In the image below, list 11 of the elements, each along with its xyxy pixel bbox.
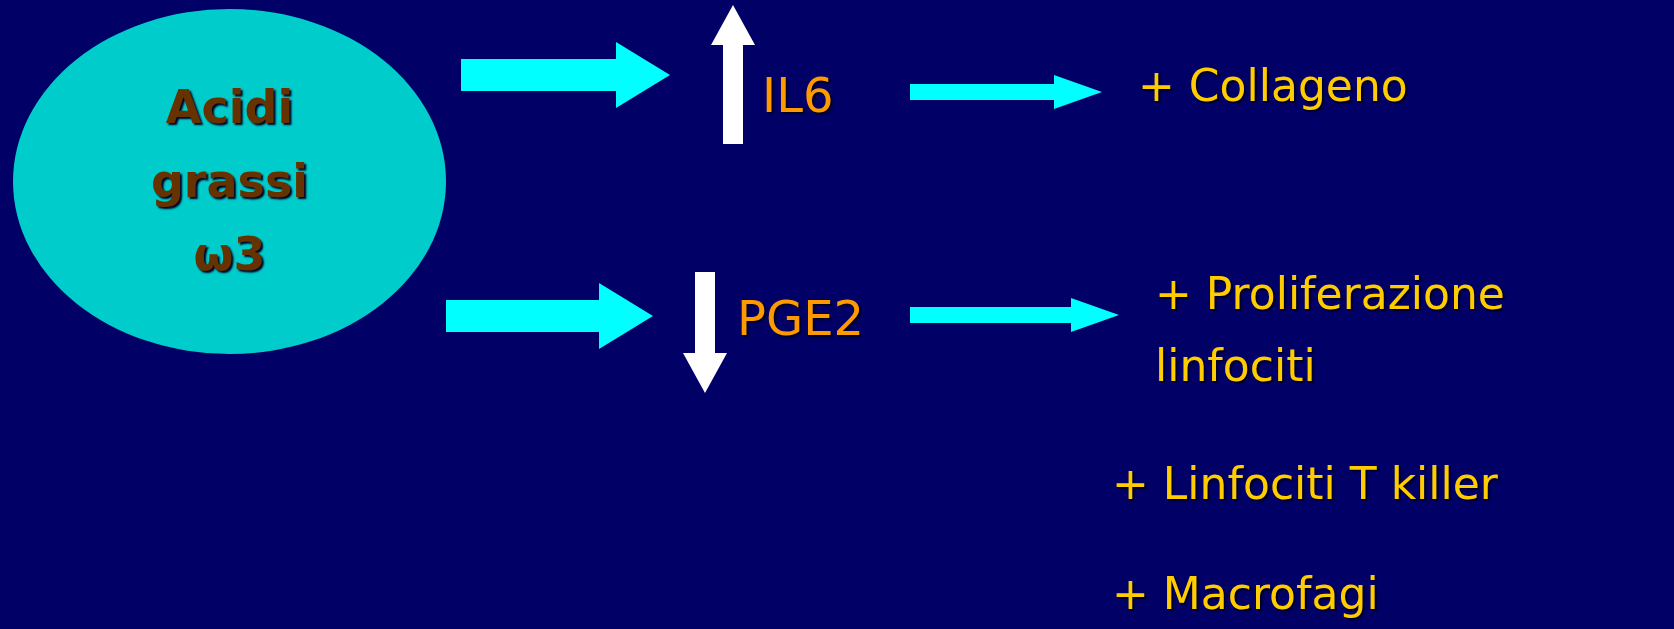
node-label: Acidi grassi ω3 xyxy=(149,79,310,284)
node-label: IL6 xyxy=(762,71,834,119)
node-label: PGE2 xyxy=(737,294,864,342)
arrow xyxy=(910,298,1119,332)
node-label: + Collageno xyxy=(1137,59,1409,113)
arrow xyxy=(446,283,653,349)
arrow xyxy=(910,75,1102,109)
node-label: + Proliferazione linfociti xyxy=(1154,267,1506,393)
text-label: + Linfociti T killer xyxy=(1112,457,1498,511)
arrow xyxy=(461,42,670,108)
text-label: + Macrofagi xyxy=(1112,567,1379,621)
